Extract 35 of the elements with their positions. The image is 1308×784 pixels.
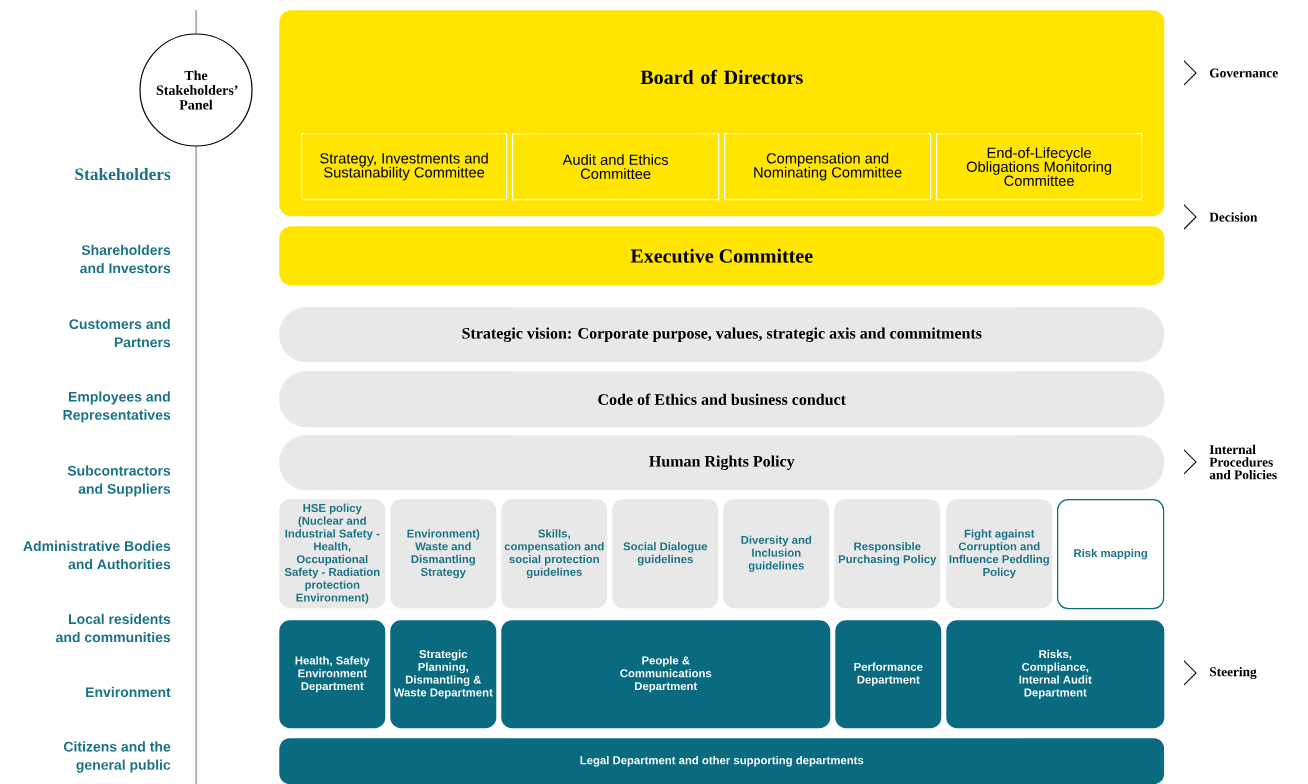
policy-band: Strategic vision: Corporate purpose, values, strategic axis and commitments xyxy=(279,307,1165,363)
policy-band: Human Rights Policy xyxy=(279,435,1165,491)
committee-box: Audit and Ethics Committee xyxy=(512,133,720,201)
stakeholder-label: Subcontractors and Suppliers xyxy=(67,465,171,497)
policy-box: Diversity and Inclusion guidelines xyxy=(723,499,830,609)
policy-box: Environment) Waste and Dismantling Strategy xyxy=(390,499,497,609)
stakeholder-label: Environment xyxy=(86,686,171,698)
stage-label: Internal Procedures and Policies xyxy=(1209,444,1277,480)
policy-band: Code of Ethics and business conduct xyxy=(279,371,1165,428)
department-box: Health, Safety Environment Department xyxy=(279,620,386,729)
policy-box: Responsible Purchasing Policy xyxy=(834,499,941,609)
policy-box: Risk mapping xyxy=(1057,499,1165,610)
policy-box: HSE policy (Nuclear and Industrial Safety - Health, Occupational Safety - Radiation protection Environment) xyxy=(279,499,386,609)
stakeholders-heading: Stakeholders xyxy=(75,167,171,181)
stakeholder-label: Citizens and the general public xyxy=(63,741,171,773)
committee-box: Strategy, Investments and Sustainability Committee xyxy=(301,133,508,201)
stakeholder-label: Local residents and communities xyxy=(56,613,171,643)
committee-box: Executive Committee xyxy=(279,226,1165,286)
department-box: Performance Department xyxy=(835,620,942,729)
committee-box: End-of-Lifecycle Obligations Monitoring Committee xyxy=(936,133,1143,201)
stage-label: Steering xyxy=(1210,666,1257,680)
stakeholder-label: Shareholders and Investors xyxy=(80,244,171,274)
department-box: People & Communications Department xyxy=(501,620,831,729)
stage-label: Governance xyxy=(1209,68,1278,78)
policy-box: Social Dialogue guidelines xyxy=(612,499,719,609)
department-box: Risks, Compliance, Internal Audit Department xyxy=(946,620,1165,729)
committee-box: Compensation and Nominating Committee xyxy=(724,133,932,201)
stakeholder-label: Administrative Bodies and Authorities xyxy=(23,540,171,570)
policy-box: Skills, compensation and social protection guidelines xyxy=(501,499,608,609)
department-box: Strategic Planning, Dismantling & Waste Department xyxy=(390,620,497,729)
stakeholder-label: Employees and Representatives xyxy=(63,391,171,423)
policy-box: Fight against Corruption and Influence Peddling Policy xyxy=(946,499,1053,609)
stage-label: Decision xyxy=(1209,212,1258,222)
stakeholder-label: Customers and Partners xyxy=(69,318,171,348)
department-box: Legal Department and other supporting departments xyxy=(279,738,1165,784)
